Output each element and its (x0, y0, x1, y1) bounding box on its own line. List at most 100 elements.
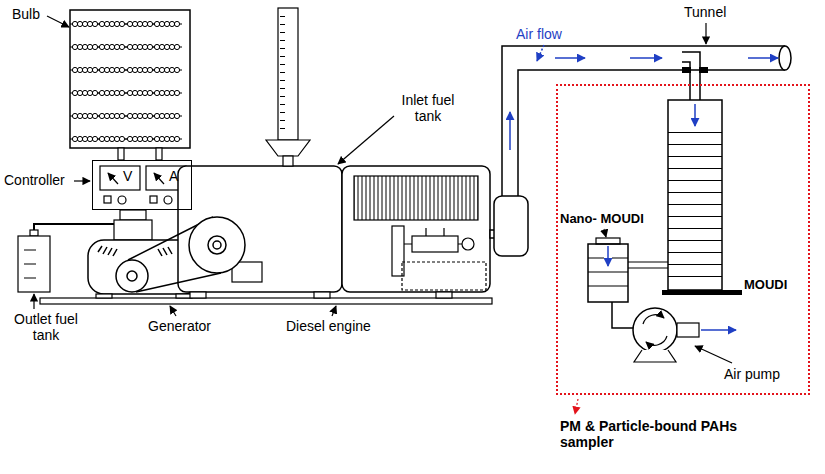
meter-needle (108, 173, 118, 184)
flow-label: Air flow (516, 26, 562, 42)
part-label: Diesel engine (286, 318, 371, 334)
bulb-coil (97, 21, 127, 26)
generator-hatch (98, 246, 172, 256)
region-heading: PM & Particle-bound PAHs sampler (560, 418, 772, 450)
fuel-tube (34, 224, 114, 230)
tank-body (18, 236, 50, 292)
exhaust-tunnel (490, 46, 791, 256)
flow-arrow (630, 57, 662, 59)
pump-hose (612, 302, 633, 328)
leader-line (170, 306, 176, 316)
engine-detail (404, 228, 462, 244)
pump-rotor-arrow (646, 336, 667, 345)
fuel-cylinder (266, 8, 310, 166)
engine-detail (402, 262, 486, 290)
bulb-coil (125, 90, 155, 95)
air-flow-pointer (537, 45, 544, 61)
muffler (494, 196, 528, 256)
graduated-cylinder (278, 8, 298, 140)
flow-arrow (748, 57, 778, 59)
leader-line (338, 116, 394, 164)
pump-housing (633, 308, 677, 352)
engine-foot (314, 292, 330, 298)
switch-button (104, 196, 111, 203)
engine-pulley (189, 217, 245, 273)
flow-arrow (509, 112, 511, 150)
engine-foot (190, 292, 206, 298)
bulb-coil (152, 136, 182, 141)
pump-stand (634, 350, 676, 362)
nano-moudi-body (588, 244, 628, 302)
bulb-coil (97, 67, 127, 72)
bulb-coil (70, 67, 100, 72)
tank-neck (30, 230, 38, 236)
switch-button (150, 196, 157, 203)
bulb-frame (70, 10, 190, 148)
engine-block (342, 166, 490, 292)
diesel-engine (178, 166, 490, 298)
generator-pulley (127, 271, 137, 281)
meter-symbol: A (169, 168, 178, 184)
generator-pulley (116, 260, 148, 292)
bulb-post (118, 148, 124, 160)
dilution-tunnel (502, 46, 785, 196)
instrument-label: MOUDI (744, 278, 787, 293)
leader-line (33, 294, 34, 309)
bulb-coil (97, 44, 127, 49)
generator-mount (114, 220, 152, 240)
bulb-coil (125, 113, 155, 118)
pump-rotor-arrow (643, 315, 664, 324)
sampling-probe (682, 52, 700, 100)
part-label: Inlet fuel tank (388, 92, 468, 124)
flow-arrow (555, 57, 585, 59)
flow-arrow (607, 246, 609, 266)
bulb-coil (97, 113, 127, 118)
probe-fitting (682, 67, 691, 73)
base-plate (40, 298, 492, 304)
moudi-stack (668, 100, 722, 290)
generator-connector (120, 210, 146, 220)
engine-vent (354, 176, 478, 220)
flow-arrow (694, 104, 696, 126)
sampler-region: PM & Particle-bound PAHs sampler (556, 84, 810, 395)
leader-line (695, 346, 732, 363)
leader-line (705, 23, 706, 44)
controller-meters (100, 166, 186, 204)
engine-detail (462, 238, 474, 250)
engine-detail (412, 236, 458, 252)
bulb-coil (152, 67, 182, 72)
cylinder-ticks (278, 16, 285, 136)
leader-line (47, 16, 69, 27)
controller-box: VA (92, 160, 192, 210)
control-knob (118, 196, 126, 204)
bulb-coils (70, 21, 182, 141)
part-label: Air pump (724, 366, 780, 382)
bulb-coil (125, 67, 155, 72)
meter-needle (154, 173, 164, 184)
flow-arrows (510, 45, 778, 330)
tunnel-opening (779, 46, 791, 70)
leader-lines (34, 16, 732, 414)
voltmeter (100, 166, 140, 190)
connecting-pipe (628, 262, 668, 268)
bulb-coil (152, 113, 182, 118)
leader-line (332, 306, 336, 316)
nano-moudi-cap (596, 238, 620, 244)
bulb-coil (70, 44, 100, 49)
engine-pulley (208, 236, 226, 254)
region-pointer (575, 399, 578, 414)
part-label: Bulb (12, 6, 40, 22)
instrument-label: Nano- MOUDI (560, 212, 644, 227)
pump-outlet (677, 323, 699, 337)
leader-line (74, 180, 90, 181)
bulb-coil (125, 136, 155, 141)
leader-line (604, 229, 606, 237)
part-label: Tunnel (684, 4, 726, 20)
bulb-post (156, 148, 162, 160)
bulb-coil (152, 44, 182, 49)
bulb-coil (70, 136, 100, 141)
nano-moudi-stages (588, 258, 628, 286)
